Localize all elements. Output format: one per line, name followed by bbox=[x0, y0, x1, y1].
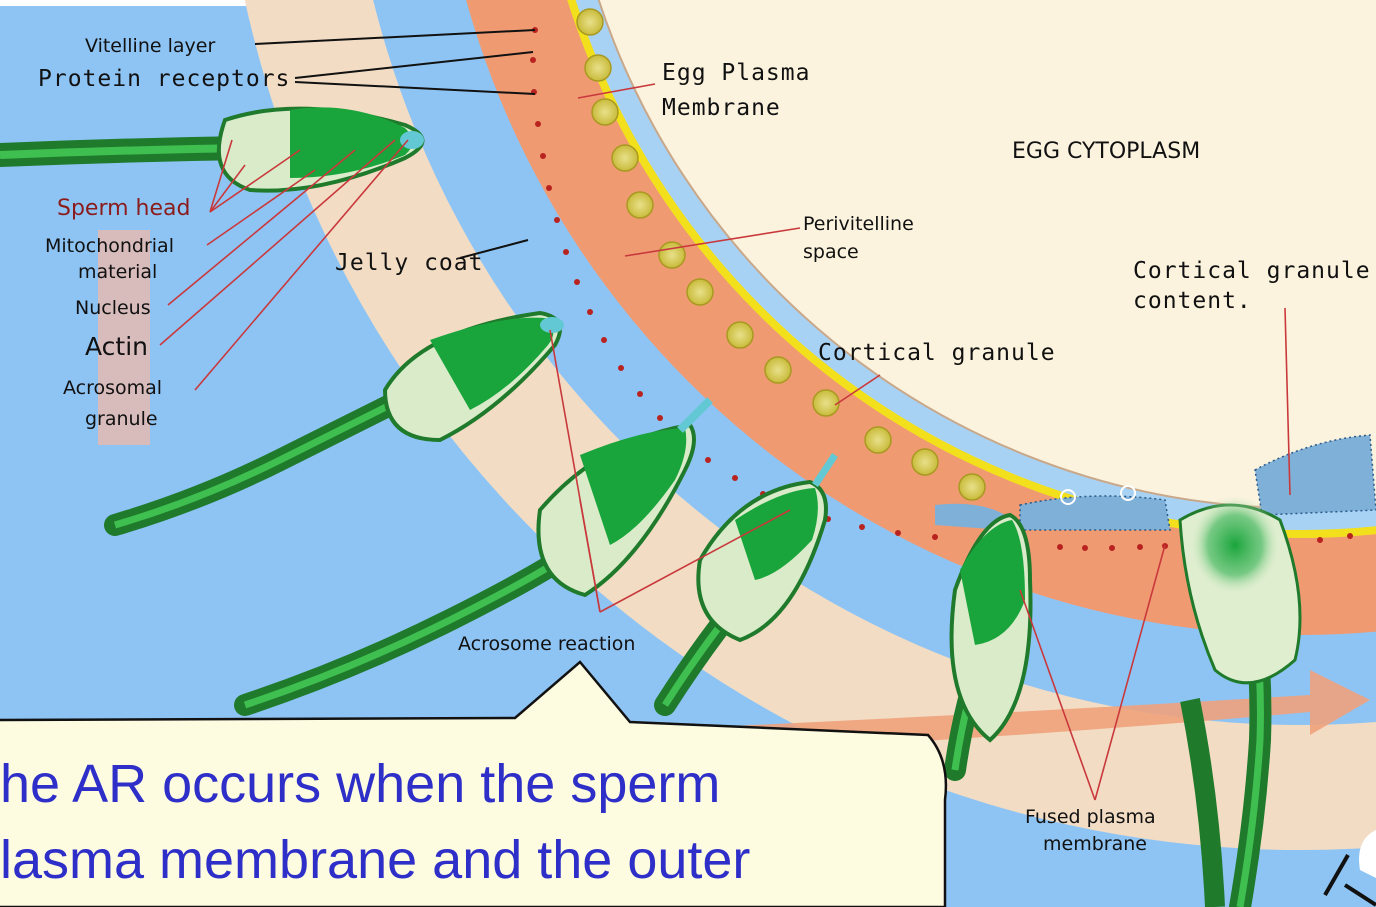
label-fused-plasma-2: membrane bbox=[1043, 833, 1147, 855]
label-fused-plasma-1: Fused plasma bbox=[1025, 806, 1156, 828]
label-acrosomal-2: granule bbox=[85, 408, 158, 430]
label-mitochondrial-1: Mitochondrial bbox=[45, 235, 174, 257]
label-egg-plasma-membrane-2: Membrane bbox=[662, 95, 781, 121]
label-nucleus: Nucleus bbox=[75, 297, 151, 319]
label-perivitelline-1: Perivitelline bbox=[803, 213, 914, 235]
label-cortical-granule-content-1: Cortical granule bbox=[1133, 258, 1371, 284]
label-cortical-granule-content-2: content. bbox=[1133, 288, 1252, 314]
label-acrosome-reaction: Acrosome reaction bbox=[458, 633, 635, 655]
label-perivitelline-2: space bbox=[803, 241, 859, 263]
label-egg-cytoplasm: EGG CYTOPLASM bbox=[1012, 139, 1200, 164]
label-acrosomal-1: Acrosomal bbox=[63, 377, 162, 399]
label-protein-receptors: Protein receptors bbox=[38, 66, 290, 92]
label-sperm-head: Sperm head bbox=[57, 196, 190, 221]
label-actin: Actin bbox=[85, 332, 148, 361]
released-granule-content bbox=[1020, 496, 1170, 530]
callout-line-2: lasma membrane and the outer bbox=[0, 830, 750, 890]
label-jelly-coat: Jelly coat bbox=[335, 250, 483, 276]
callout-line-1: he AR occurs when the sperm bbox=[0, 754, 720, 814]
label-vitelline-layer: Vitelline layer bbox=[85, 35, 215, 57]
label-cortical-granule: Cortical granule bbox=[818, 340, 1056, 366]
label-mitochondrial-2: material bbox=[78, 261, 157, 283]
label-egg-plasma-membrane-1: Egg Plasma bbox=[662, 60, 810, 86]
